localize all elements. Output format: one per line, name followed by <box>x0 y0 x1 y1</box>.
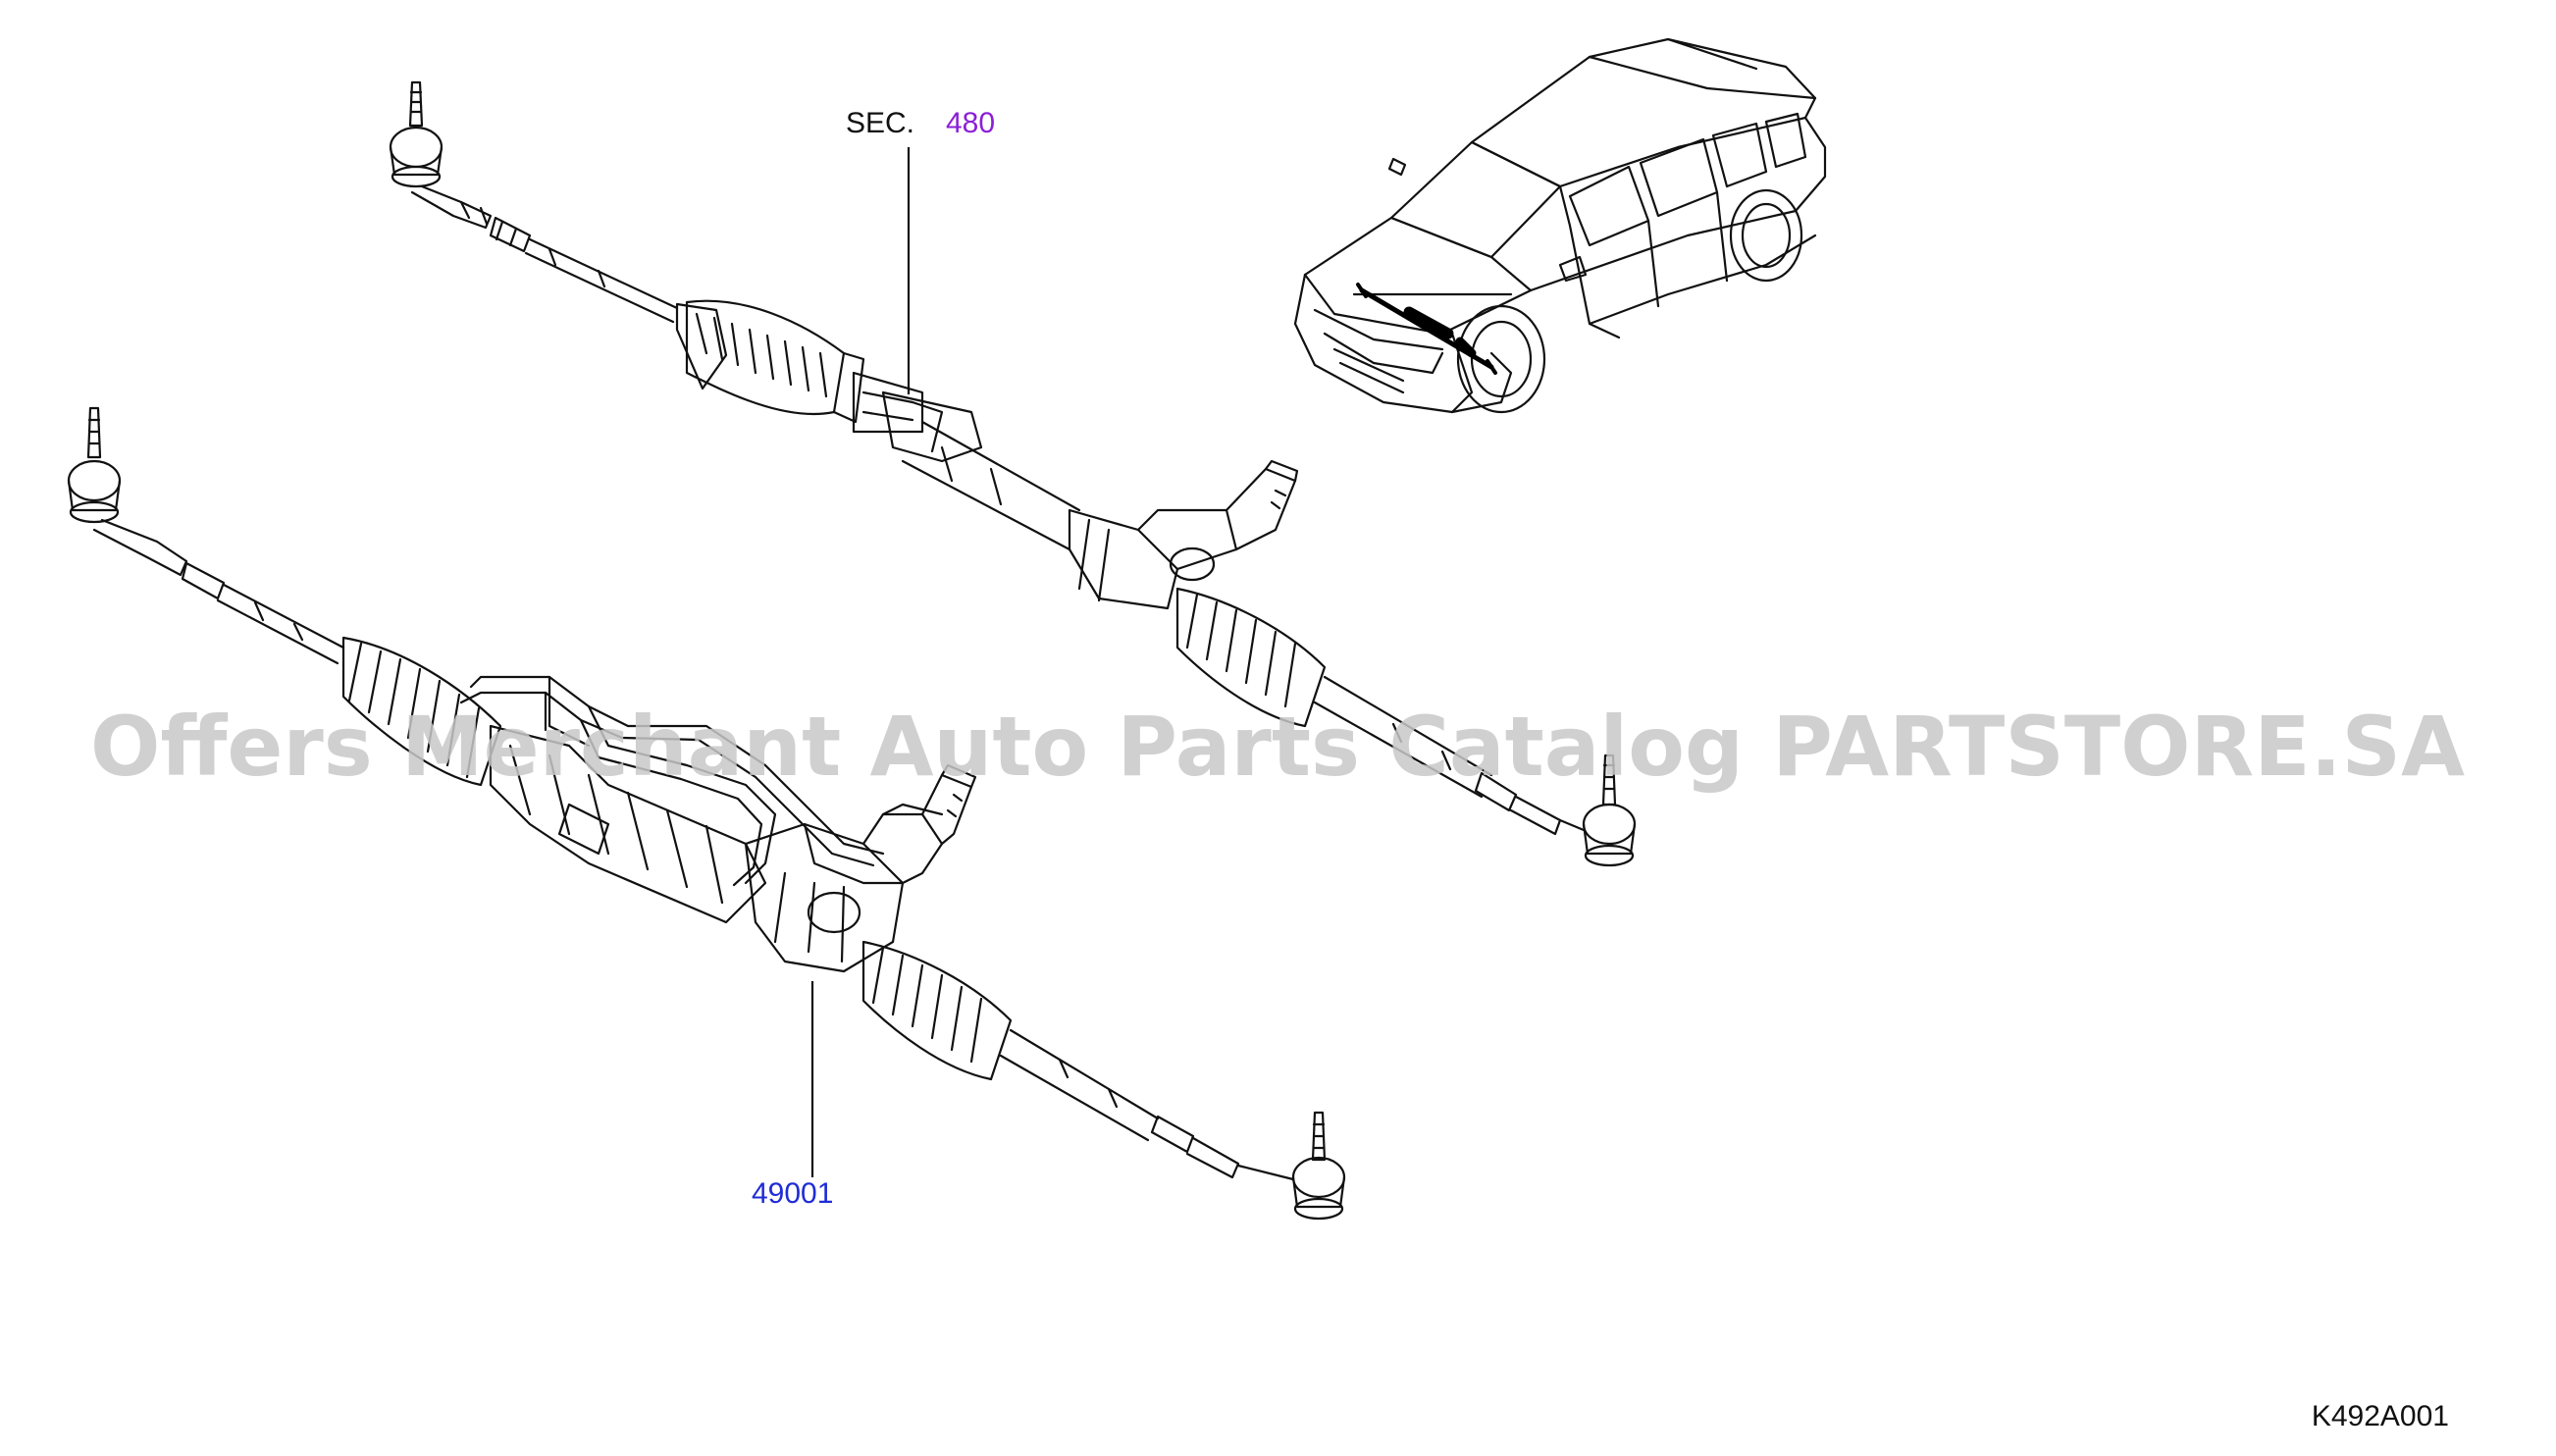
sec-prefix-label: SEC. <box>846 107 914 139</box>
steering-rack-highlight <box>1356 283 1497 375</box>
upper-steering-gear <box>389 80 1637 867</box>
part-49001-link[interactable]: 49001 <box>752 1177 833 1210</box>
vehicle-locator-illustration <box>1293 37 1827 414</box>
sec-480-link[interactable]: 480 <box>946 107 995 139</box>
diagram-code: K492A001 <box>2312 1400 2449 1432</box>
watermark-text: Offers Merchant Auto Parts Catalog PARTS… <box>90 699 2465 795</box>
lower-steering-gear <box>67 406 1346 1221</box>
